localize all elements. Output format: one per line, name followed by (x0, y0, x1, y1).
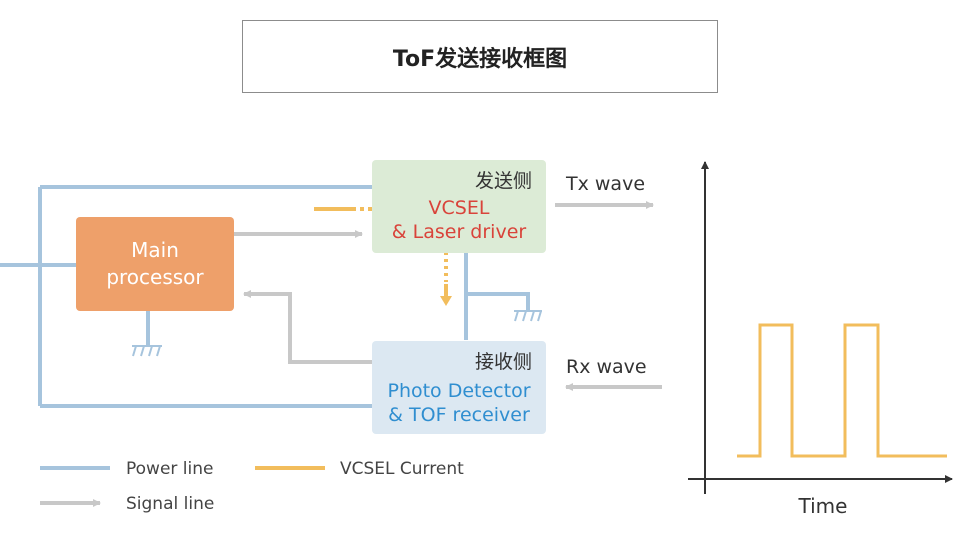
tx-ground-line (466, 292, 530, 310)
legend: Power line VCSEL Current Signal line (40, 459, 464, 514)
tx-heading: 发送侧 (475, 170, 532, 192)
vcsel-arrow-head (440, 296, 452, 306)
tx-block (372, 160, 546, 253)
main-processor-block (76, 217, 234, 311)
legend-power-label: Power line (126, 459, 213, 479)
power-lines (0, 185, 530, 408)
rx-wave-label: Rx wave (566, 356, 647, 378)
tx-wave-label: Tx wave (565, 173, 645, 195)
rx-block (372, 341, 546, 434)
ground-icon (132, 345, 162, 357)
rx-label-1: Photo Detector (387, 380, 530, 402)
main-processor-label-2: processor (106, 265, 204, 289)
pulse-waveform (737, 323, 947, 458)
legend-signal-label: Signal line (126, 494, 214, 514)
diagram-title: ToF发送接收框图 (242, 20, 718, 93)
tx-label-2: & Laser driver (392, 221, 527, 243)
rx-label-2: & TOF receiver (388, 404, 530, 426)
time-axis-label: Time (798, 494, 848, 518)
main-processor-label-1: Main (131, 238, 179, 262)
time-plot: Time (688, 161, 953, 518)
legend-vcsel-label: VCSEL Current (340, 459, 464, 479)
signal-lines (234, 201, 662, 391)
signal-rx-to-proc (243, 290, 372, 364)
ground-icon (514, 310, 542, 322)
tx-label-1: VCSEL (429, 197, 490, 219)
vcsel-current-lines (314, 207, 448, 296)
rx-heading: 接收侧 (475, 351, 532, 373)
